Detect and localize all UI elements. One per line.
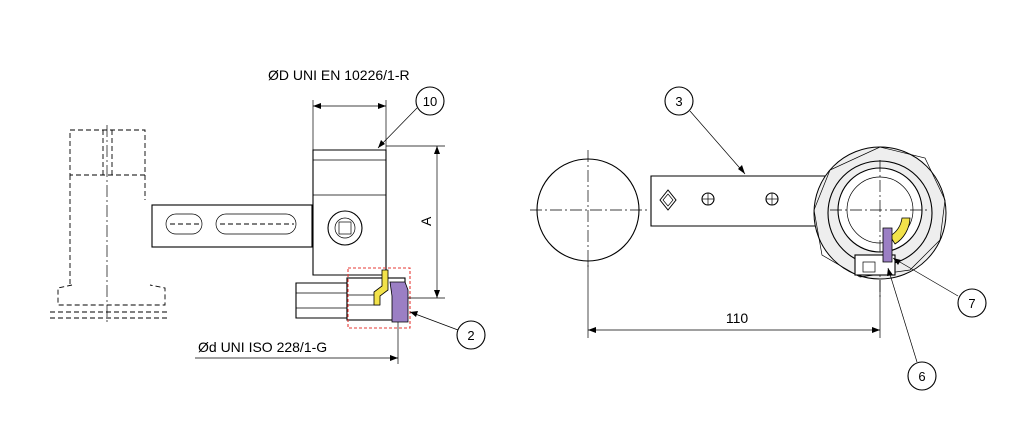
valve-top-view <box>813 146 947 300</box>
pipe-section-circle <box>530 150 650 270</box>
callout-6-number: 6 <box>918 369 925 384</box>
callout-7: 7 <box>892 257 987 318</box>
top-dimension-label: ØD UNI EN 10226/1-R <box>268 67 410 83</box>
dimension-a: A <box>386 145 445 299</box>
callout-10-number: 10 <box>423 94 437 109</box>
screw-icon-2 <box>765 192 779 206</box>
callout-6: 6 <box>887 267 937 391</box>
seal-purple <box>389 281 409 323</box>
dimension-a-label: A <box>418 216 434 226</box>
lever-top-view <box>650 175 841 227</box>
bottom-dimension-label: Ød UNI ISO 228/1-G <box>198 339 327 355</box>
valve-body-side <box>295 149 411 329</box>
phantom-valve-outline <box>50 125 168 325</box>
dimension-bottom: Ød UNI ISO 228/1-G <box>195 322 399 364</box>
lever-side-view <box>151 204 313 248</box>
seal-purple-top <box>882 227 893 263</box>
dimension-top: ØD UNI EN 10226/1-R <box>268 67 410 150</box>
gasket-yellow <box>373 269 389 306</box>
screw-icon-1 <box>701 192 715 206</box>
gasket-yellow-top <box>889 217 911 245</box>
callout-3: 3 <box>664 86 746 175</box>
callout-10: 10 <box>377 86 445 149</box>
dimension-110: 110 <box>587 262 881 338</box>
logo-mark <box>659 189 677 211</box>
callout-3-number: 3 <box>675 94 682 109</box>
dimension-110-label: 110 <box>726 310 749 326</box>
callout-7-number: 7 <box>968 296 975 311</box>
callout-2: 2 <box>409 311 486 350</box>
callout-2-number: 2 <box>467 328 474 343</box>
